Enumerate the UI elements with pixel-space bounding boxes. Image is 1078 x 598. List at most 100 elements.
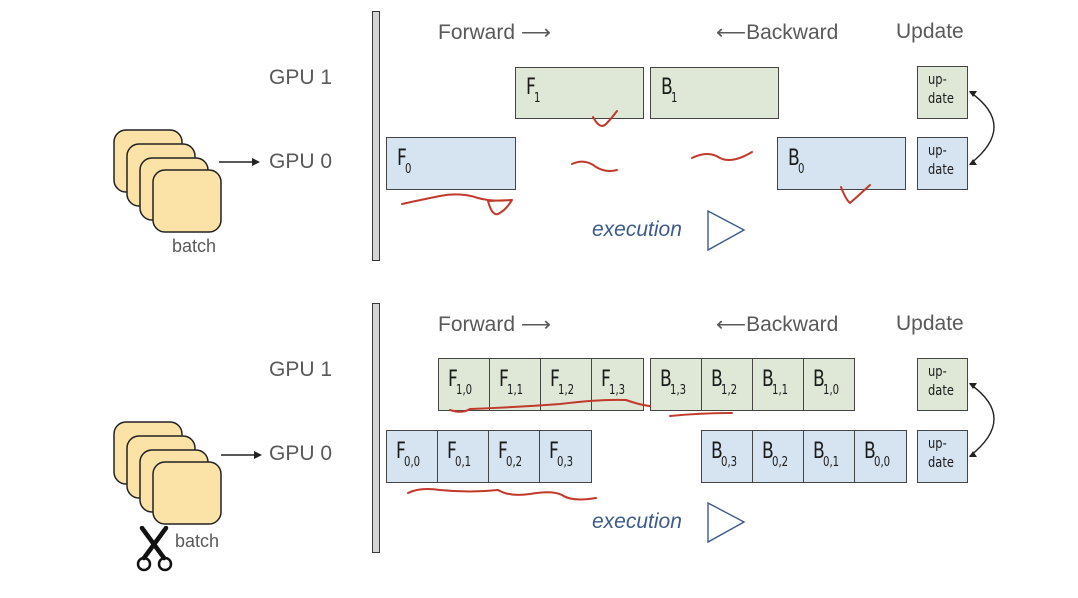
block-subscript: 0,2 [772, 454, 789, 470]
annotation-stroke [840, 184, 871, 204]
block-name: F [396, 438, 406, 464]
update-line2: date [928, 455, 954, 471]
batch-stack [113, 421, 222, 525]
gpu1-forward-microbatch: F1,1 [489, 358, 541, 411]
block-name: F [550, 366, 560, 392]
play-triangle-icon [707, 501, 746, 544]
play-triangle-icon [707, 209, 746, 252]
execution-label: execution [592, 510, 682, 533]
arrow-right-icon [219, 158, 260, 166]
block-subscript: 0 [404, 161, 412, 177]
batch-stack [113, 129, 222, 233]
batch-label: batch [172, 236, 217, 256]
update-header: Update [896, 20, 964, 43]
block-name: F [499, 366, 509, 392]
block-name: B [661, 75, 673, 101]
gpu1-backward-microbatch: B1,3 [650, 358, 702, 411]
gpu1-backward-microbatch: B1,0 [803, 358, 855, 411]
update-line1: up- [928, 143, 947, 159]
block-name: B [864, 438, 876, 464]
block-name: F [526, 75, 536, 101]
annotation-stroke [407, 488, 597, 501]
update-line1: up- [928, 72, 947, 88]
batch-card [152, 169, 222, 233]
block-subscript: 1,2 [721, 382, 738, 398]
block-name: F [498, 438, 508, 464]
arrow-right-icon [221, 451, 262, 459]
block-name: B [711, 366, 723, 392]
block-name: B [788, 145, 800, 171]
block-subscript: 1,1 [506, 382, 523, 398]
gpu0-backward-microbatch: B0,3 [701, 430, 753, 483]
gpu0-backward-block: B0 [777, 137, 906, 190]
block-name: B [660, 366, 672, 392]
gpu0-forward-microbatch: F0,2 [488, 430, 540, 483]
annotation-stroke [401, 193, 513, 216]
update-line2: date [928, 91, 954, 107]
sync-arrow-icon [969, 383, 995, 457]
gpu0-forward-microbatch: F0,0 [386, 430, 438, 483]
gpu0-update-block: up- date [917, 137, 968, 190]
annotation-stroke [449, 398, 651, 413]
gpu0-backward-microbatch: B0,2 [752, 430, 804, 483]
forward-header: Forward ⟶ [438, 313, 551, 336]
gpu1-forward-block: F1 [515, 67, 644, 119]
block-subscript: 0,3 [721, 454, 738, 470]
scissors-icon [136, 526, 173, 572]
block-subscript: 0 [798, 161, 805, 177]
block-subscript: 0,2 [505, 454, 522, 470]
block-name: F [549, 438, 559, 464]
block-name: F [397, 145, 407, 171]
update-line1: up- [928, 364, 947, 380]
block-name: F [448, 366, 458, 392]
annotation-stroke [592, 110, 618, 127]
block-name: F [601, 366, 611, 392]
gpu0-backward-microbatch: B0,1 [803, 430, 855, 483]
update-line1: up- [928, 436, 947, 452]
update-line2: date [928, 383, 954, 399]
backward-header: ⟵Backward [716, 313, 839, 336]
block-name: B [762, 438, 774, 464]
block-subscript: 1,0 [823, 382, 840, 398]
block-name: B [813, 366, 825, 392]
execution-label: execution [592, 218, 682, 241]
annotation-stroke [691, 151, 753, 161]
annotation-stroke [571, 160, 618, 172]
backward-header: ⟵Backward [716, 21, 839, 44]
forward-header: Forward ⟶ [438, 21, 551, 44]
block-subscript: 1,3 [670, 382, 687, 398]
gpu1-update-block: up- date [917, 66, 968, 119]
batch-card [152, 461, 222, 525]
block-subscript: 0,0 [874, 454, 891, 470]
timeline-divider [372, 303, 380, 553]
gpu0-forward-microbatch: F0,1 [437, 430, 489, 483]
block-subscript: 0,1 [454, 454, 471, 470]
block-subscript: 1 [533, 91, 541, 107]
block-subscript: 1 [671, 91, 678, 107]
block-name: B [711, 438, 723, 464]
gpu1-backward-microbatch: B1,2 [701, 358, 753, 411]
batch-label: batch [175, 531, 220, 551]
block-name: F [447, 438, 457, 464]
block-subscript: 0,3 [556, 454, 573, 470]
update-line2: date [928, 162, 954, 178]
gpu1-label: GPU 1 [269, 358, 333, 381]
block-subscript: 1,0 [455, 382, 472, 398]
block-subscript: 1,3 [608, 382, 625, 398]
gpu1-backward-block: B1 [650, 67, 779, 119]
gpu0-label: GPU 0 [269, 150, 333, 173]
gpu1-update-block: up- date [917, 358, 968, 411]
timeline-divider [372, 11, 380, 261]
block-name: B [813, 438, 825, 464]
sync-arrow-icon [969, 91, 995, 165]
block-name: B [762, 366, 774, 392]
block-subscript: 0,1 [823, 454, 840, 470]
gpu0-forward-microbatch: F0,3 [539, 430, 592, 483]
gpu1-label: GPU 1 [269, 66, 333, 89]
block-subscript: 0,0 [403, 454, 420, 470]
gpu0-update-block: up- date [917, 430, 968, 483]
gpu0-label: GPU 0 [269, 442, 333, 465]
update-header: Update [896, 312, 964, 335]
block-subscript: 1,1 [772, 382, 789, 398]
